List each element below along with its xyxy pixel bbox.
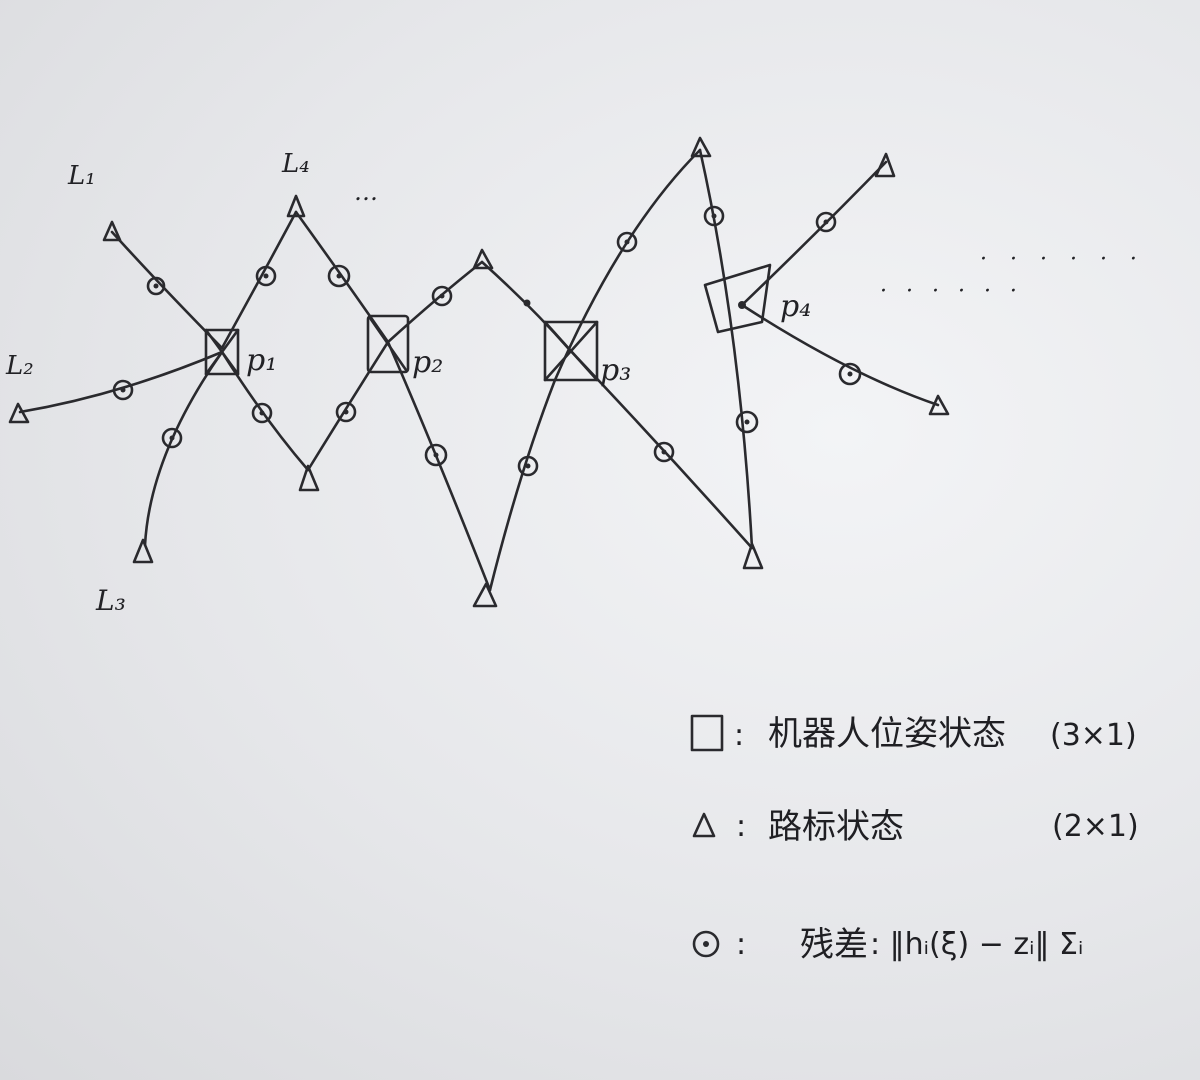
- legend: : 机器人位姿状态 (3×1) : 路标状态 (2×1) : 残差 : ‖hᵢ(…: [690, 714, 1139, 965]
- residual-factor: [431, 285, 453, 307]
- legend-row-landmark: : 路标状态 (2×1): [692, 807, 1139, 847]
- legend-landmark-dim: (2×1): [1052, 809, 1139, 844]
- legend-pose-text: 机器人位姿状态: [768, 714, 1006, 754]
- edge-dot: [523, 299, 531, 307]
- landmark-node-bottom-3: [742, 542, 764, 570]
- residual-factor: [703, 205, 725, 227]
- label-p4: p₄: [780, 289, 811, 324]
- label-ellipsis: …: [354, 178, 378, 206]
- edge-p2-lb2: [386, 340, 492, 592]
- edge-p2-lt2: [386, 260, 484, 344]
- residual-factor: [815, 211, 837, 233]
- residual-factor: [517, 455, 539, 477]
- landmark-node-l1: [102, 220, 122, 242]
- edge-lt3-lb3: [698, 148, 754, 550]
- legend-row-pose: : 机器人位姿状态 (3×1): [690, 714, 1137, 754]
- label-l1: L₁: [67, 161, 96, 191]
- pose-node-p2: [366, 314, 410, 374]
- edge-l3-p1: [143, 350, 224, 547]
- edge-l2-p1: [18, 350, 224, 414]
- pose-node-p4: [703, 263, 772, 334]
- residual-factor: [327, 264, 351, 288]
- pose-node-p3: [543, 320, 599, 382]
- pose-nodes: [204, 263, 772, 382]
- residual-factor: [616, 231, 638, 253]
- legend-square-icon: [690, 714, 724, 752]
- landmark-node-top-2: [472, 248, 494, 270]
- legend-residual-text: 残差: [800, 925, 868, 965]
- edges: [18, 148, 940, 592]
- landmark-node-l4: [286, 194, 306, 218]
- pose-node-p1: [204, 328, 240, 376]
- landmark-node-top-3: [690, 136, 712, 158]
- legend-pose-dim: (3×1): [1050, 718, 1137, 753]
- edge-lb1-p2: [306, 340, 390, 472]
- residual-factor: [653, 441, 675, 463]
- residual-factor: [335, 401, 357, 423]
- label-p1: p₁: [246, 343, 277, 378]
- legend-landmark-text: 路标状态: [768, 807, 904, 847]
- residual-factor: [838, 362, 862, 386]
- legend-triangle-icon: [692, 812, 716, 838]
- edge-p4-lr4: [740, 303, 940, 407]
- residual-factor: [161, 427, 183, 449]
- label-l3: L₃: [95, 584, 126, 617]
- label-l2: L₂: [5, 351, 34, 381]
- edge-lb2-lt3: [488, 148, 702, 592]
- edge-p4-lt4: [740, 160, 888, 307]
- legend-residual-formula: : ‖hᵢ(ξ) − zᵢ‖ Σᵢ: [870, 927, 1083, 962]
- residual-factor: [424, 443, 448, 467]
- residual-factor: [735, 410, 759, 434]
- landmark-node-l3: [132, 538, 154, 564]
- label-l4: L₄: [281, 149, 310, 179]
- trailing-dots-2: · · · · · ·: [980, 247, 1145, 272]
- trailing-dots-1: · · · · · ·: [880, 279, 1023, 304]
- residual-factors: [112, 205, 862, 477]
- label-p2: p₂: [412, 345, 443, 380]
- residual-factor: [146, 276, 166, 296]
- landmark-node-right-4: [928, 394, 950, 416]
- landmark-node-l2: [8, 402, 30, 424]
- legend-pose-colon: :: [734, 718, 744, 753]
- labels: L₁ L₂ L₃ L₄ … p₁ p₂ p₃ p₄ · · · · · · · …: [5, 149, 1145, 617]
- landmark-node-bottom-1: [298, 464, 320, 492]
- landmark-nodes: [8, 136, 950, 608]
- residual-factor: [251, 402, 273, 424]
- legend-landmark-colon: :: [736, 809, 746, 844]
- legend-circled-dot-icon: [692, 930, 720, 958]
- legend-residual-colon: :: [736, 927, 746, 962]
- landmark-node-top-4: [874, 152, 896, 178]
- label-p3: p₃: [600, 353, 631, 388]
- pose-center-dot: [738, 301, 746, 309]
- residual-factor: [112, 379, 134, 401]
- legend-row-residual: : 残差 : ‖hᵢ(ξ) − zᵢ‖ Σᵢ: [692, 925, 1083, 965]
- landmark-node-bottom-2: [472, 582, 498, 608]
- residual-factor: [255, 265, 277, 287]
